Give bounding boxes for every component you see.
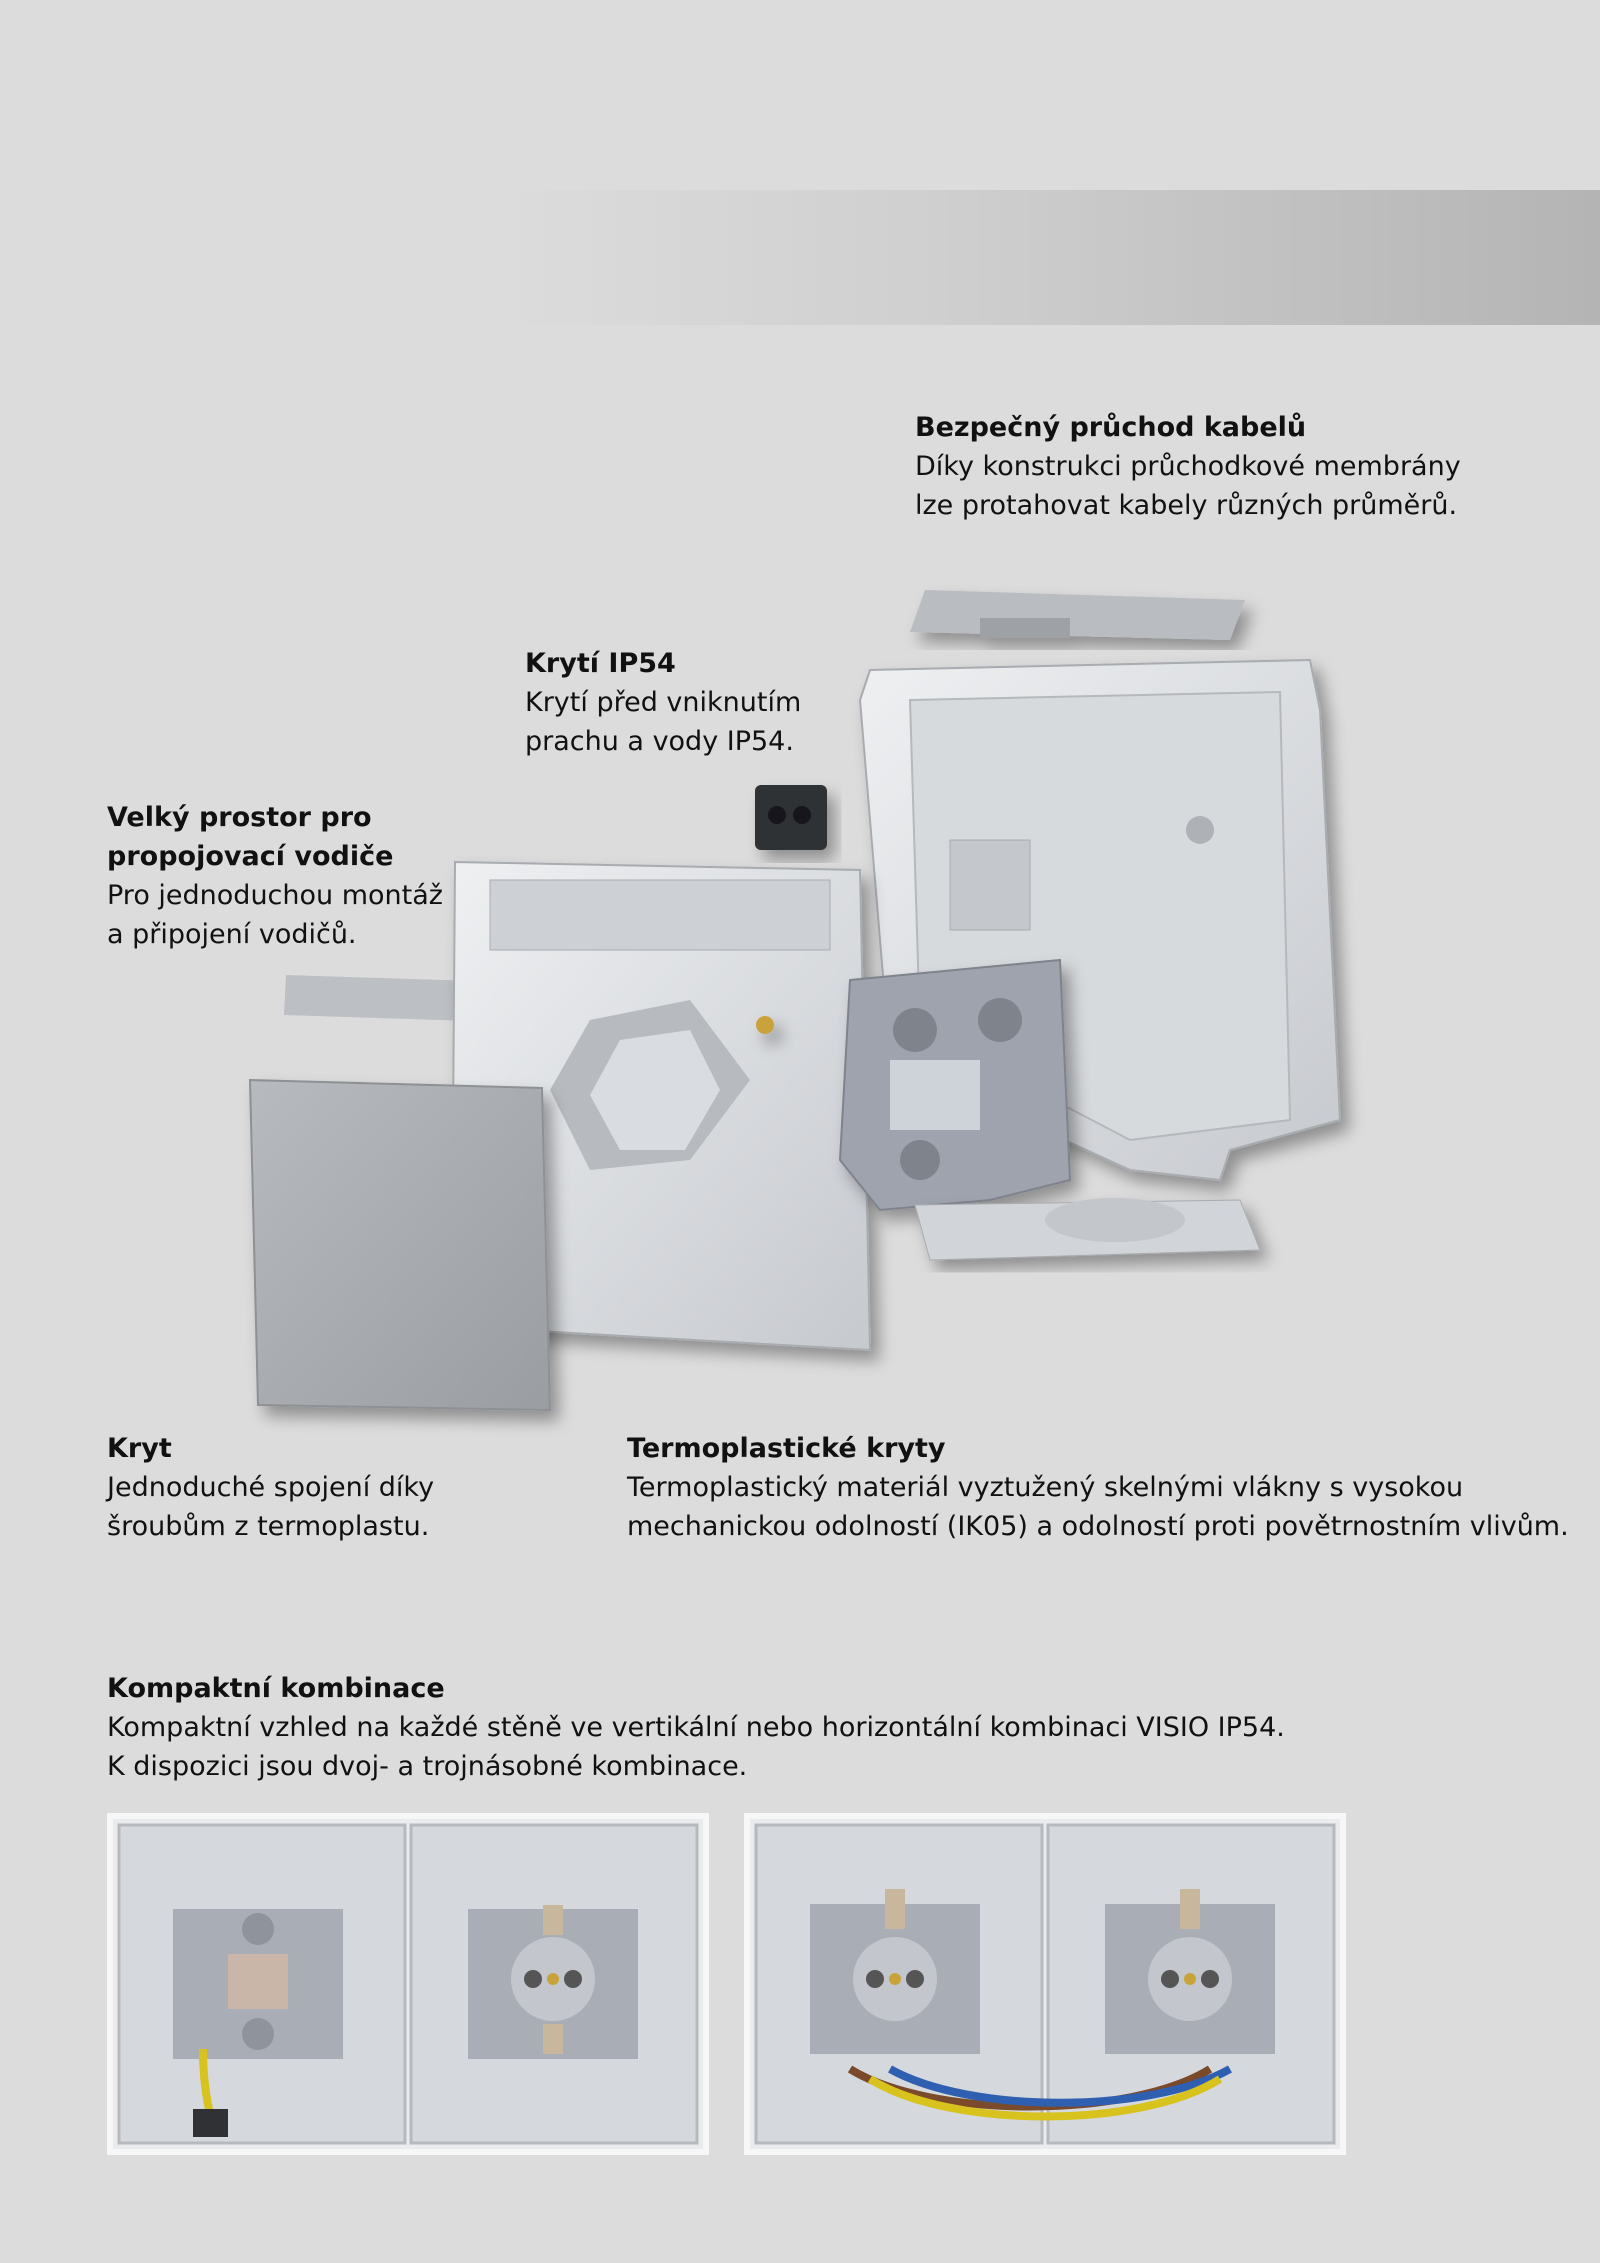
feature-text-line: a připojení vodičů. — [107, 919, 357, 950]
feature-heading: Termoplastické kryty — [627, 1433, 946, 1464]
feature-text-line: Díky konstrukci průchodkové membrány — [915, 451, 1461, 482]
photo-combination-switch-socket — [107, 1813, 709, 2155]
front-cover — [248, 1078, 552, 1412]
header-gradient-band — [500, 190, 1600, 325]
socket-mechanism — [756, 958, 1072, 1212]
section-text-line: K dispozici jsou dvoj- a trojnásobné kom… — [107, 1751, 748, 1782]
feature-text-line: Jednoduché spojení díky — [107, 1472, 435, 1503]
feature-text-line: Termoplastický materiál vyztužený skelný… — [627, 1472, 1464, 1503]
feature-text-line: prachu a vody IP54. — [525, 726, 794, 757]
feature-text-line: Krytí před vniknutím — [525, 687, 802, 718]
photo-combination-double-socket — [744, 1813, 1346, 2155]
photo-double-socket-svg — [750, 1819, 1340, 2149]
section-heading: Kompaktní kombinace — [107, 1673, 445, 1704]
feature-text-line: mechanickou odolností (IK05) a odolností… — [627, 1511, 1569, 1542]
feature-heading: propojovací vodiče — [107, 841, 394, 872]
connector-block — [755, 785, 827, 850]
feature-cover: Kryt Jednoduché spojení díky šroubům z t… — [107, 1429, 434, 1546]
feature-cable-passage: Bezpečný průchod kabelů Díky konstrukci … — [915, 408, 1461, 525]
feature-text-line: lze protahovat kabely různých průměrů. — [915, 490, 1458, 521]
section-compact-combination: Kompaktní kombinace Kompaktní vzhled na … — [107, 1669, 1285, 1786]
feature-text-line: Pro jednoduchou montáž — [107, 880, 443, 911]
feature-heading: Velký prostor pro — [107, 802, 372, 833]
feature-ip54: Krytí IP54 Krytí před vniknutím prachu a… — [525, 644, 801, 761]
product-illustration-svg — [248, 590, 1342, 1412]
socket-right — [1105, 1889, 1275, 2054]
gland-membrane-bottom — [914, 1198, 1261, 1261]
feature-text-line: šroubům z termoplastu. — [107, 1511, 430, 1542]
feature-heading: Krytí IP54 — [525, 648, 676, 679]
feature-thermoplastic: Termoplastické kryty Termoplastický mate… — [627, 1429, 1569, 1546]
section-text-line: Kompaktní vzhled na každé stěně ve verti… — [107, 1712, 1285, 1743]
feature-heading: Kryt — [107, 1433, 172, 1464]
exploded-product-illustration — [190, 560, 1370, 1440]
socket-left — [810, 1889, 980, 2054]
front-frame — [450, 860, 872, 1352]
feature-heading: Bezpečný průchod kabelů — [915, 412, 1307, 443]
cable-strip — [284, 975, 505, 1022]
feature-wiring-space: Velký prostor pro propojovací vodiče Pro… — [107, 798, 443, 954]
gland-membrane-top — [910, 590, 1245, 640]
photo-switch-socket-svg — [113, 1819, 703, 2149]
